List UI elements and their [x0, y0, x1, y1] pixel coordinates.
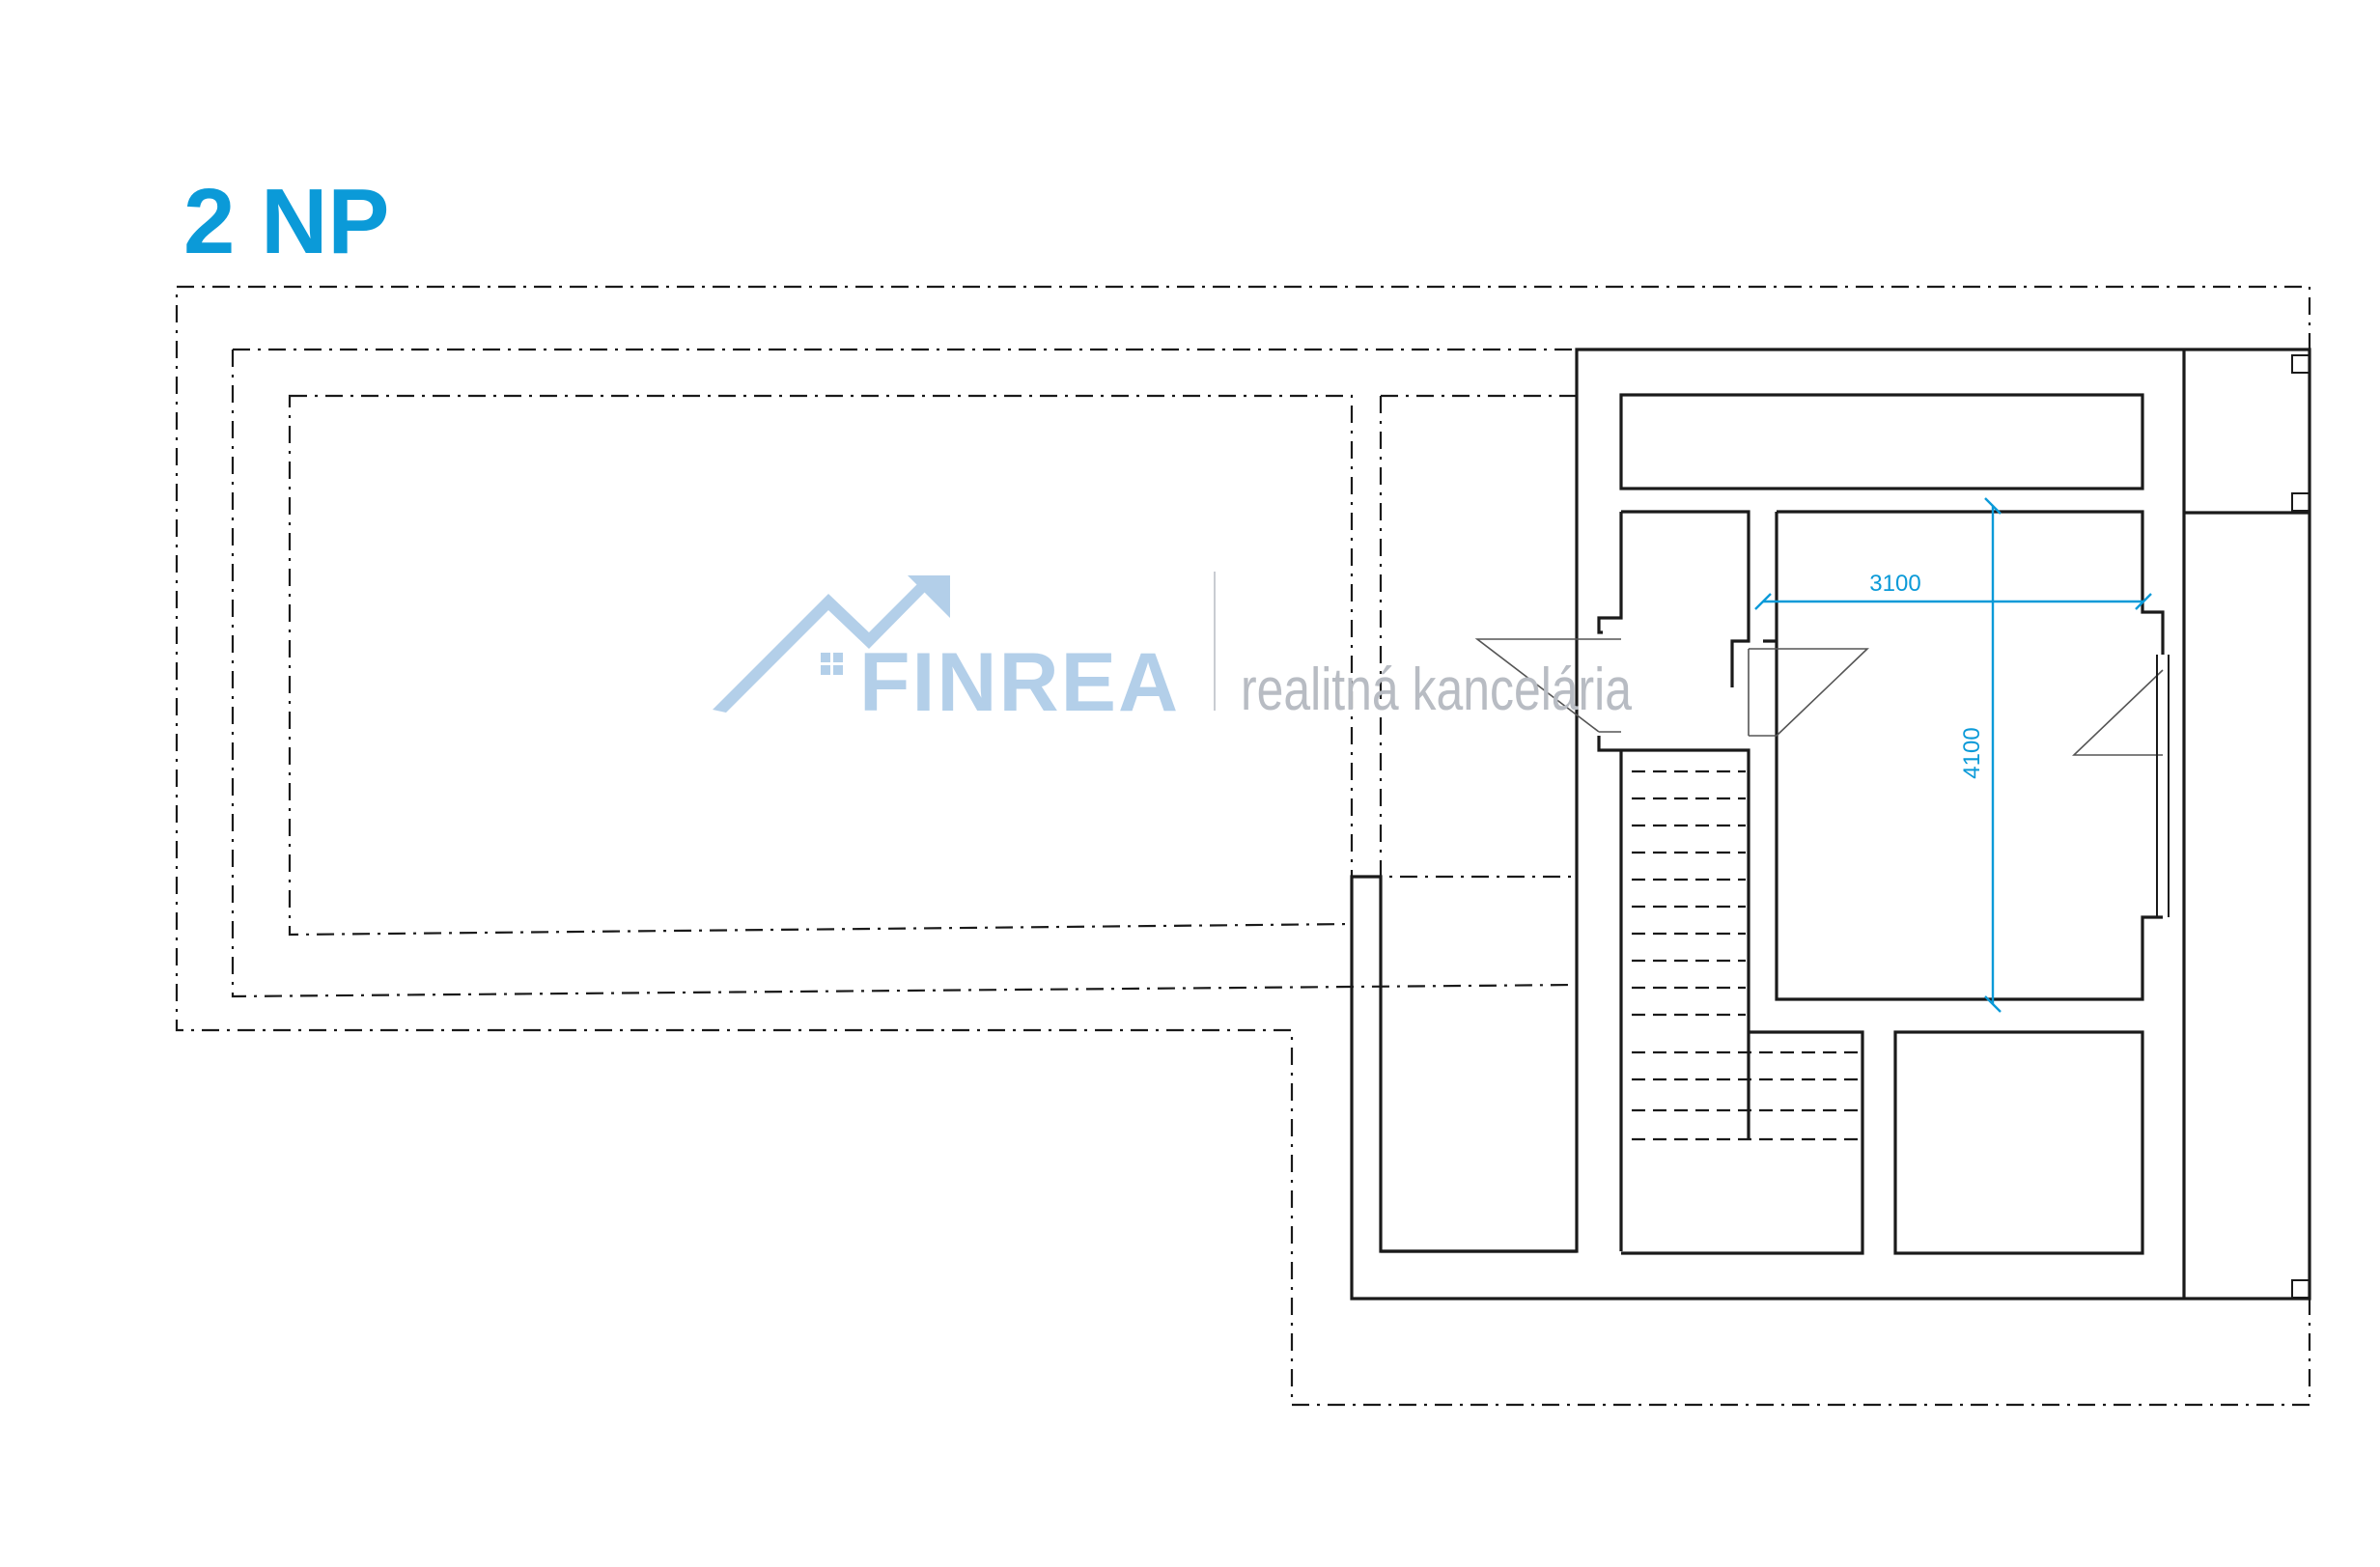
staircase — [1632, 770, 1859, 1141]
floor-label: 2 NP — [183, 170, 389, 273]
outline-outer — [175, 285, 2311, 1407]
watermark-brand: FINREA — [859, 636, 1180, 729]
height-tick-top — [1984, 497, 2002, 515]
dimensions: 3100 4100 — [1754, 497, 2152, 1013]
logo-window-icon — [821, 665, 830, 675]
roof-outlines — [175, 285, 2311, 1407]
column-marker — [2291, 1279, 2310, 1299]
height-tick-bottom — [1984, 995, 2002, 1013]
door-balcony-swing — [2072, 669, 2164, 756]
outline-inner — [288, 394, 1354, 937]
bottom-right-room — [1893, 1030, 2144, 1255]
right-column — [2182, 350, 2310, 1299]
width-dimension-label: 3100 — [1869, 571, 1920, 597]
finrea-house-logo-icon — [713, 575, 950, 713]
watermark-tagline: realitná kancelária — [1241, 657, 1632, 723]
logo-window-icon — [833, 653, 843, 662]
doors — [1474, 638, 2170, 917]
door-left-swing — [1474, 638, 1621, 733]
finrea-watermark: FINREA realitná kancelária — [713, 572, 1632, 729]
main-room — [1763, 510, 2165, 1001]
logo-window-icon — [821, 653, 830, 662]
outline-middle — [231, 348, 1578, 998]
outer-wall — [1350, 348, 2311, 1301]
logo-window-icon — [833, 665, 843, 675]
column-marker — [2291, 492, 2310, 512]
building-walls — [1350, 348, 2311, 1301]
hall-wall — [1597, 510, 1750, 1251]
top-storage-room — [1619, 393, 2144, 490]
door-hall-swing — [1748, 648, 1869, 737]
width-tick-left — [1754, 593, 1772, 610]
height-dimension-label: 4100 — [1959, 727, 1985, 778]
column-marker — [2291, 354, 2310, 374]
width-tick-right — [2135, 593, 2152, 610]
balcony-window — [2156, 655, 2170, 917]
outline-inner-right — [1379, 394, 1577, 879]
stair-room — [1621, 1030, 1864, 1255]
column-markers — [2291, 354, 2310, 1299]
